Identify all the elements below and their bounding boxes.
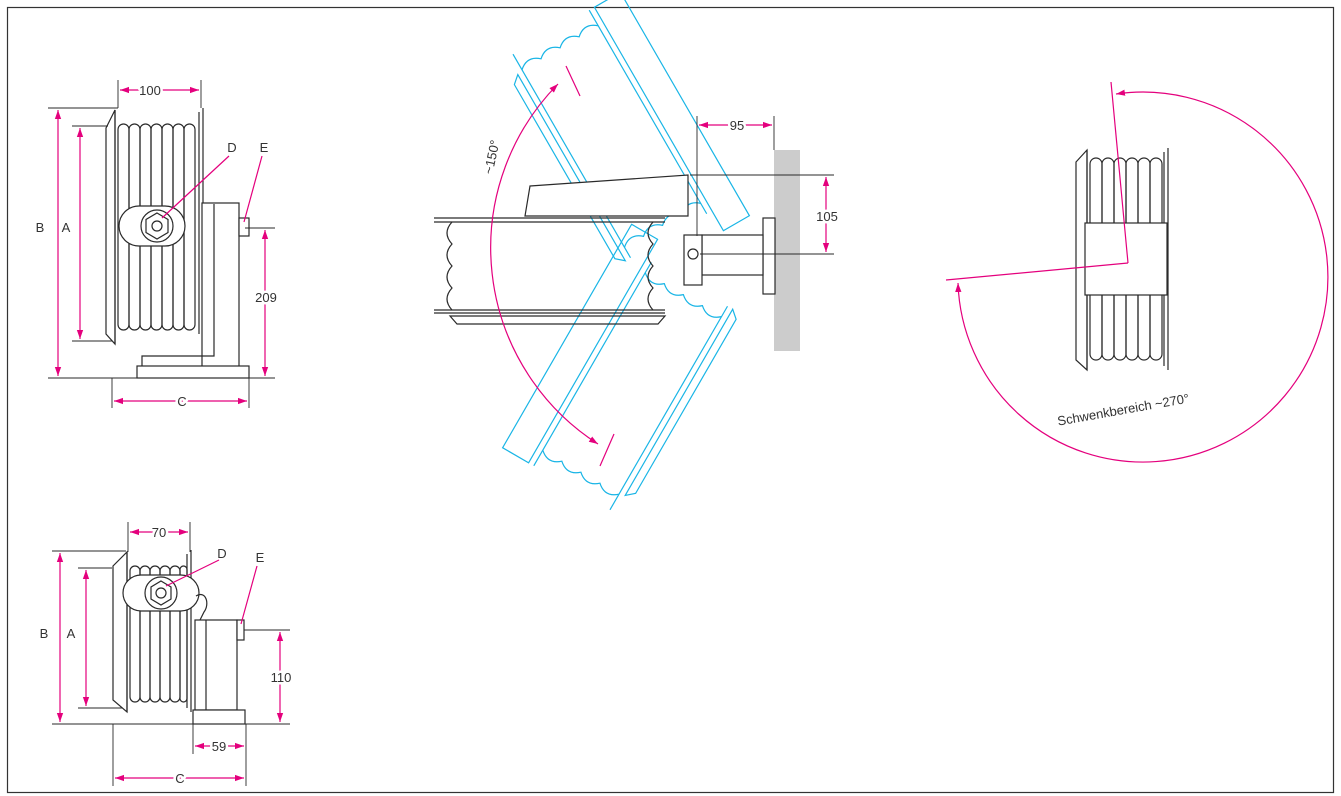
large-reel-callout-e: E: [260, 140, 269, 155]
drawing-frame: [6, 6, 1335, 794]
top-view-dim-height-label: 105: [816, 209, 838, 224]
large-reel-dim-c-label: C: [177, 394, 186, 409]
large-reel-drum: [105, 108, 204, 346]
large-reel-dim-b-label: B: [36, 220, 45, 235]
small-reel-drum: [112, 550, 208, 714]
small-reel-callout-e: E: [256, 550, 265, 565]
small-reel-dim-width-label: 70: [152, 525, 166, 540]
wall: [774, 150, 800, 351]
large-reel-dim-a-label: A: [62, 220, 71, 235]
large-reel-bracket: [136, 202, 250, 379]
side-view-swivel-label: Schwenkbereich ~270°: [1056, 391, 1190, 429]
small-reel-dim-b-label: B: [40, 626, 49, 641]
top-view: ~150° 95 105: [434, 0, 840, 511]
small-reel-callout-d: D: [217, 546, 226, 561]
small-reel-dim-c-label: C: [175, 771, 184, 786]
top-view-swivel-ghost-upper: [512, 0, 751, 262]
small-reel-dim-a-label: A: [67, 626, 76, 641]
top-view-angle-arc: [490, 83, 599, 445]
side-view-reel: [1075, 148, 1169, 372]
large-reel-view: 100 B A C 209 D E: [36, 80, 279, 412]
small-reel-dim-base-label: 59: [212, 739, 226, 754]
small-reel-bracket: [192, 619, 246, 725]
large-reel-callout-d: D: [227, 140, 236, 155]
top-view-reel: [434, 174, 689, 325]
small-reel-dim-height-label: 110: [271, 670, 292, 685]
large-reel-dim-width-label: 100: [139, 83, 161, 98]
top-view-dim-offset-label: 95: [730, 118, 744, 133]
large-reel-dim-height-label: 209: [255, 290, 277, 305]
side-view: Schwenkbereich ~270°: [945, 81, 1329, 463]
small-reel-view: 70 B A C 59 110 D E: [40, 522, 294, 789]
top-view-angle-label: ~150°: [481, 139, 503, 176]
side-view-swivel-arc: [955, 89, 1329, 463]
